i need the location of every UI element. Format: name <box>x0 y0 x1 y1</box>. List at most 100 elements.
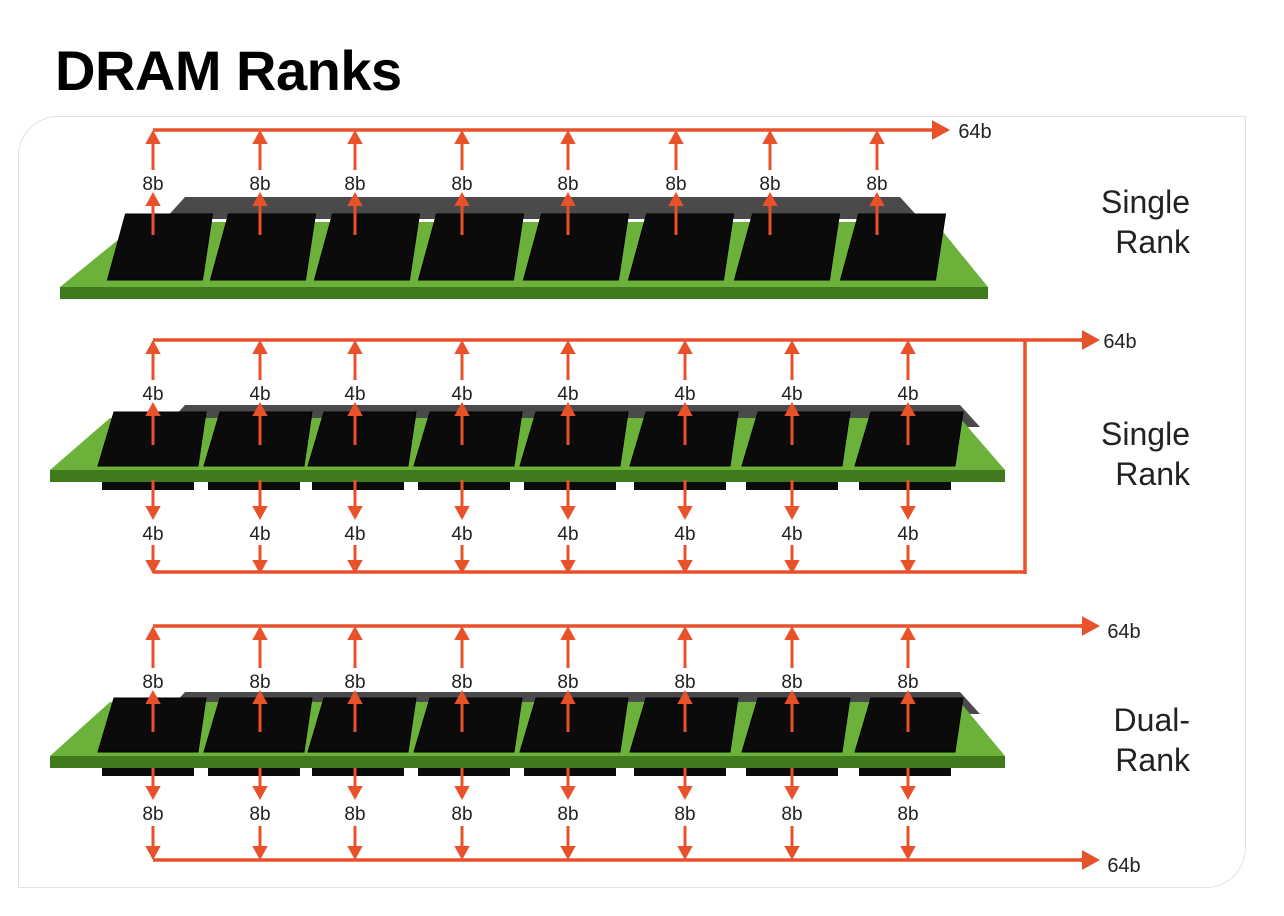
dimm-module-3 <box>50 692 1005 776</box>
module-2-chip-3-top-bit-label: 4b <box>344 384 365 405</box>
module-2-chip-5-top-upper-arrow <box>560 340 576 380</box>
dimm-chip-4 <box>413 411 523 467</box>
module-2-chip-3-bottom-lower-arrow <box>347 545 363 574</box>
dimm-chip-2 <box>209 213 317 281</box>
module-1-chip-3-upper-arrow <box>347 130 363 170</box>
module-2-label-line2: Rank <box>1115 456 1190 492</box>
dimm-module-1 <box>60 197 988 299</box>
module-1-chip-5-lower-arrow <box>560 192 576 235</box>
module-1-chip-3-bit-label: 8b <box>344 174 365 195</box>
module-2-chip-1-top-upper-arrow <box>145 340 161 380</box>
module-3-chip-2-bottom-upper-arrow <box>252 768 268 800</box>
module-2-chip-7-bottom-bit-label: 4b <box>781 524 802 545</box>
module-1-chip-2-bit-label: 8b <box>249 174 270 195</box>
module-3-chip-1-bottom-lower-arrow <box>145 826 161 860</box>
module-2-chip-3-bottom-upper-arrow <box>347 480 363 520</box>
module-3-chip-6-top-upper-arrow <box>677 626 693 668</box>
module-2-chip-5-top-lower-arrow <box>560 402 576 445</box>
module-1-chip-4-lower-arrow <box>454 192 470 235</box>
module-2-chip-3-top-lower-arrow <box>347 402 363 445</box>
module-2-chip-5-bottom-bit-label: 4b <box>557 524 578 545</box>
module-2-chip-8-top-lower-arrow <box>900 402 916 445</box>
module-2-chip-5-bottom-lower-arrow <box>560 545 576 574</box>
module-3-chip-4-top-bit-label: 8b <box>451 672 472 693</box>
module-1-chip-7-bit-label: 8b <box>759 174 780 195</box>
module-2-chip-6-bottom-upper-arrow <box>677 480 693 520</box>
module-3-chip-4-bottom-bit-label: 8b <box>451 804 472 825</box>
module-3-chip-8-top-upper-arrow <box>900 626 916 668</box>
dimm-pcb-edge <box>50 756 1005 768</box>
module-3-chip-7-top-upper-arrow <box>784 626 800 668</box>
dimm-under-chip-2 <box>208 482 300 490</box>
module-2-chip-2-bottom-bit-label: 4b <box>249 524 270 545</box>
module-2-chip-6-top-upper-arrow <box>677 340 693 380</box>
module-3-chip-3-bottom-lower-arrow <box>347 826 363 860</box>
dimm-chip-8 <box>839 213 947 281</box>
module-2-chip-4-top-bit-label: 4b <box>451 384 472 405</box>
dimm-chip-6 <box>627 213 735 281</box>
module-2-chip-6-top-lower-arrow <box>677 402 693 445</box>
module-3-chip-5-bottom-upper-arrow <box>560 768 576 800</box>
module-1-chip-8-lower-arrow <box>869 192 885 235</box>
dimm-under-chip-3 <box>312 482 404 490</box>
dimm-chip-5 <box>522 213 630 281</box>
module-2-chip-2-top-bit-label: 4b <box>249 384 270 405</box>
dimm-pcb-edge <box>50 470 1005 482</box>
module-1-label-line2: Rank <box>1115 224 1190 260</box>
module-2-chip-1-bottom-bit-label: 4b <box>142 524 163 545</box>
module-3-chip-5-top-bit-label: 8b <box>557 672 578 693</box>
module-1-chip-7-upper-arrow <box>762 130 778 170</box>
module-3-chip-2-top-upper-arrow <box>252 626 268 668</box>
module-2-chip-2-bottom-upper-arrow <box>252 480 268 520</box>
module-2-chip-6-bottom-lower-arrow <box>677 545 693 574</box>
module-1-label: Single Rank <box>1030 182 1190 262</box>
module-2-chip-2-bottom-lower-arrow <box>252 545 268 574</box>
dimm-under-chip-8 <box>859 768 951 776</box>
module-3-chip-7-bottom-upper-arrow <box>784 768 800 800</box>
dimm-under-chip-2 <box>208 768 300 776</box>
module-3-chip-8-bottom-upper-arrow <box>900 768 916 800</box>
module-2-chip-1-bottom-upper-arrow <box>145 480 161 520</box>
module-2-chip-6-bottom-bit-label: 4b <box>674 524 695 545</box>
module-2-bus-label: 64b <box>1103 331 1136 353</box>
module-2-chip-8-bottom-upper-arrow <box>900 480 916 520</box>
dimm-chip-2 <box>203 697 313 753</box>
module-1-chip-2-upper-arrow <box>252 130 268 170</box>
module-1-chip-8-upper-arrow <box>869 130 885 170</box>
module-3-chip-8-bottom-bit-label: 8b <box>897 804 918 825</box>
module-3-chip-8-bottom-lower-arrow <box>900 826 916 860</box>
dimm-under-chip-4 <box>418 768 510 776</box>
page-title: DRAM Ranks <box>55 39 402 102</box>
module-3-chip-2-top-lower-arrow <box>252 690 268 732</box>
dimm-chip-4 <box>417 213 525 281</box>
dimm-chip-3 <box>313 213 421 281</box>
module-3-chip-4-bottom-upper-arrow <box>454 768 470 800</box>
dimm-under-chip-1 <box>102 482 194 490</box>
dimm-pcb-edge <box>60 287 988 299</box>
dimm-under-chip-3 <box>312 768 404 776</box>
module-3-chip-4-top-lower-arrow <box>454 690 470 732</box>
module-3-chip-4-bottom-lower-arrow <box>454 826 470 860</box>
dimm-under-chip-6 <box>634 482 726 490</box>
module-3-chip-7-bottom-lower-arrow <box>784 826 800 860</box>
module-3-chip-3-bottom-upper-arrow <box>347 768 363 800</box>
module-1-bus-label: 64b <box>958 121 991 143</box>
dimm-chip-3 <box>307 697 417 753</box>
module-1-chip-8-bit-label: 8b <box>866 174 887 195</box>
module-3-chip-6-bottom-lower-arrow <box>677 826 693 860</box>
module-3-bottom-bus-label: 64b <box>1107 855 1140 877</box>
module-1-chip-1-upper-arrow <box>145 130 161 170</box>
module-3-chip-5-bottom-bit-label: 8b <box>557 804 578 825</box>
module-1-chip-4-upper-arrow <box>454 130 470 170</box>
module-3-chip-6-bottom-bit-label: 8b <box>674 804 695 825</box>
module-3-chip-6-top-lower-arrow <box>677 690 693 732</box>
module-3-chip-7-bottom-bit-label: 8b <box>781 804 802 825</box>
module-3-chip-3-top-bit-label: 8b <box>344 672 365 693</box>
module-2-chip-8-bottom-bit-label: 4b <box>897 524 918 545</box>
module-3-chip-1-top-upper-arrow <box>145 626 161 668</box>
module-2-chip-8-top-upper-arrow <box>900 340 916 380</box>
module-1-chip-7-lower-arrow <box>762 192 778 235</box>
module-3-chip-6-bottom-upper-arrow <box>677 768 693 800</box>
module-2-chip-4-bottom-upper-arrow <box>454 480 470 520</box>
